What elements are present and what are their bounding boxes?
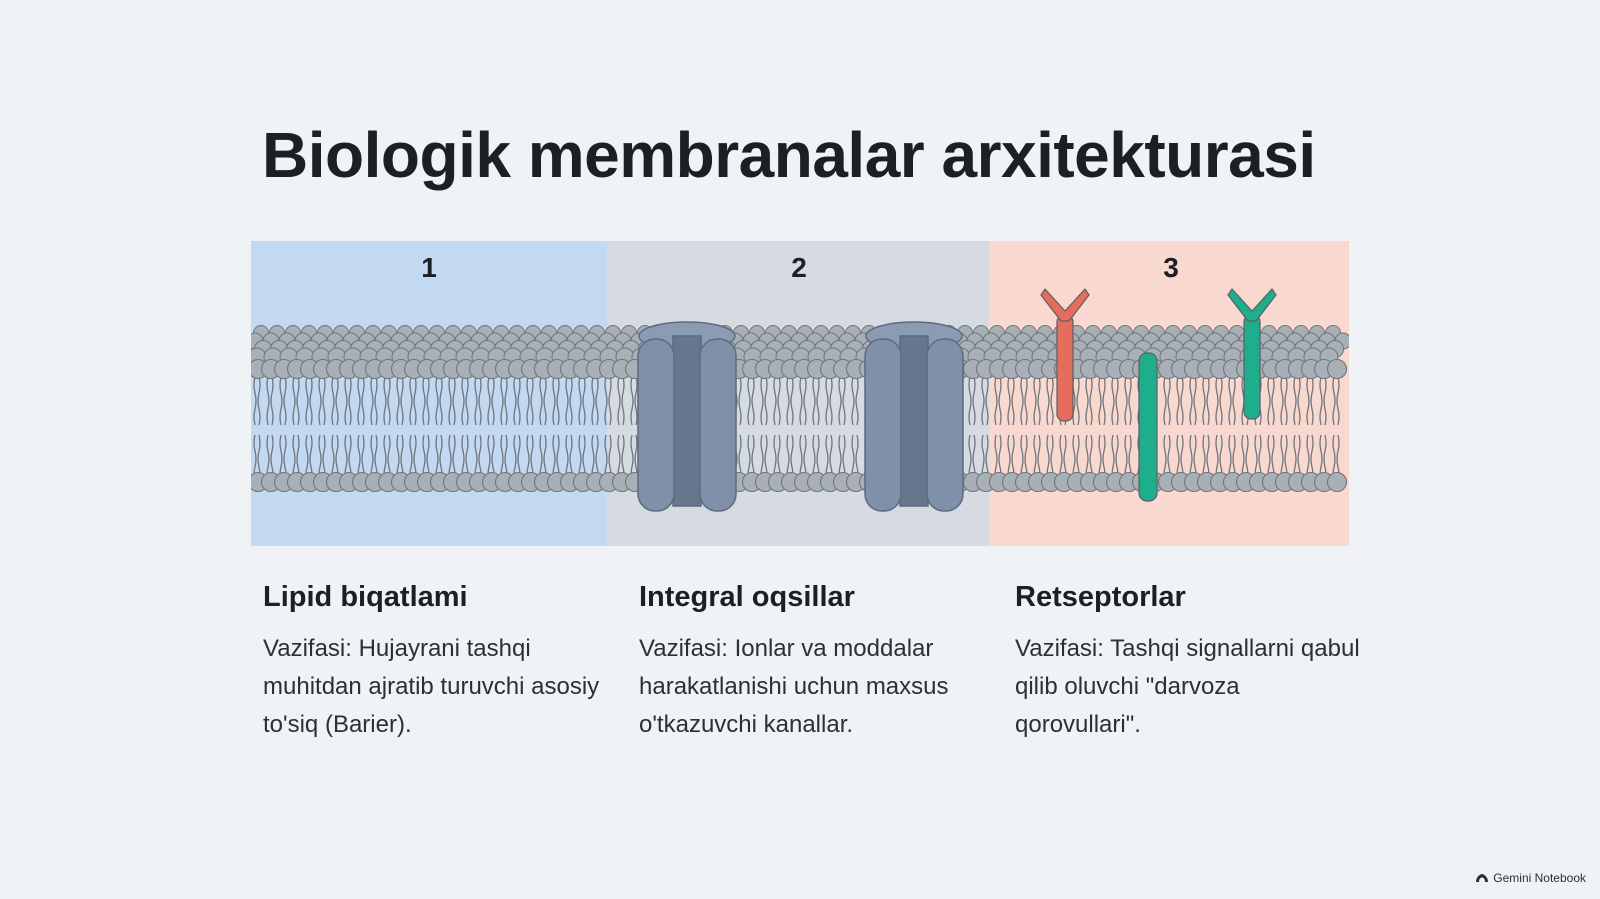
column-3-heading: Retseptorlar [1015,581,1186,613]
column-lipid-bilayer: Lipid biqatlami Vazifasi: Hujayrani tash… [263,581,603,744]
receptor-green [1227,288,1277,420]
section-1-number: 1 [421,252,437,283]
footer-brand: Gemini Notebook [1475,871,1586,885]
page-title: Biologik membranalar arxitekturasi [262,119,1316,191]
column-receptors: Retseptorlar Vazifasi: Tashqi signallarn… [1015,581,1360,744]
column-2-text: Vazifasi: Ionlar va moddalar harakatlani… [639,635,949,738]
column-2-heading: Integral oqsillar [639,581,855,613]
column-1-text: Vazifasi: Hujayrani tashqi muhitdan ajra… [263,635,600,738]
column-1-heading: Lipid biqatlami [263,581,468,613]
receptor-red [1040,288,1090,422]
column-3-text: Vazifasi: Tashqi signallarni qabul qilib… [1015,635,1360,738]
membrane-diagram: 1 2 3 [251,241,1349,546]
section-2-number: 2 [791,252,807,283]
receptor-green-transmembrane [1138,352,1158,502]
notebook-logo-icon [1476,874,1489,882]
membrane-svg: 1 2 3 [251,241,1349,546]
footer-brand-text: Gemini Notebook [1493,871,1586,885]
protein-channel-1 [637,321,737,512]
section-3-number: 3 [1163,252,1179,283]
column-integral-proteins: Integral oqsillar Vazifasi: Ionlar va mo… [639,581,979,744]
protein-channel-2 [864,321,964,512]
